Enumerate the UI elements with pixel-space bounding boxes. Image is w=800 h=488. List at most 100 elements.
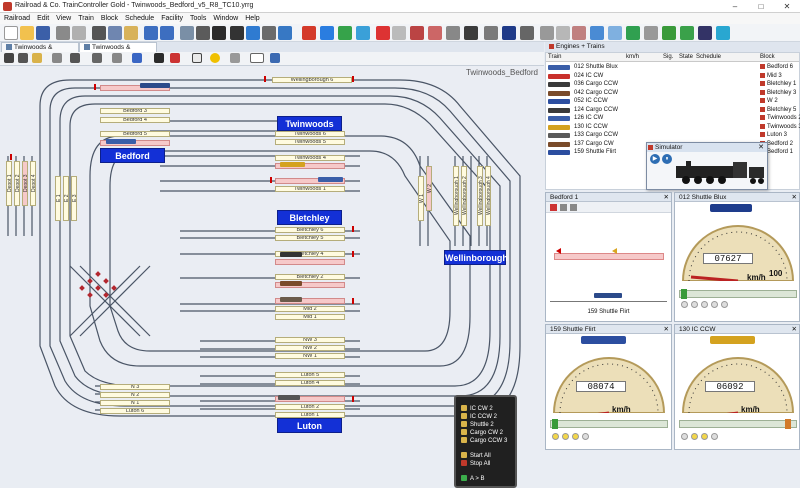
menu-window[interactable]: Window <box>213 15 239 22</box>
message-icon[interactable] <box>262 26 276 40</box>
tab-twinwoods-bedford-1[interactable]: Twinwoods & Bedford <box>1 42 79 61</box>
col-signal[interactable]: Sig. <box>663 54 674 60</box>
block-depot-2[interactable]: Depot 2 <box>14 161 20 206</box>
block-bedford-4[interactable]: Bedford 4 <box>100 117 170 123</box>
panel-button-ic-cw-2[interactable]: IC CW 2 <box>461 405 493 412</box>
route-icon[interactable] <box>392 26 406 40</box>
panel-button-cargo-ccw-3[interactable]: Cargo CCW 3 <box>461 437 507 444</box>
crossing-icon[interactable] <box>572 26 586 40</box>
diagram-icon[interactable] <box>278 26 292 40</box>
signal[interactable] <box>352 251 354 257</box>
block-bletchley-3[interactable] <box>275 259 345 265</box>
curve-icon[interactable] <box>132 53 142 63</box>
block-n-3[interactable]: N 3 <box>100 384 170 390</box>
tools-icon[interactable] <box>230 26 244 40</box>
block-depot-1[interactable]: Depot 1 <box>6 161 12 206</box>
loco-grey-icon[interactable] <box>484 26 498 40</box>
label-tool-icon[interactable] <box>250 53 264 63</box>
col-block[interactable]: Block <box>760 54 775 60</box>
engine-icon[interactable] <box>464 26 478 40</box>
undo-icon[interactable] <box>144 26 158 40</box>
a-to-b-button[interactable]: A > B <box>461 475 485 482</box>
redo-icon[interactable] <box>160 26 174 40</box>
clock-icon[interactable] <box>716 26 730 40</box>
col-schedule[interactable]: Schedule <box>696 54 722 60</box>
cut-icon[interactable] <box>92 26 106 40</box>
train-window-icon[interactable] <box>410 26 424 40</box>
block-bletchley-6[interactable]: Bletchley 6 <box>275 227 345 233</box>
close-icon[interactable]: ✕ <box>791 194 797 201</box>
light-bulb-icon[interactable] <box>582 433 589 440</box>
block-wellingborough-4[interactable]: Wellingborough 4 <box>485 166 491 226</box>
schedule-icon[interactable] <box>428 26 442 40</box>
direction-arrow-icon[interactable] <box>552 419 558 429</box>
block-twinwoods-6[interactable]: Twinwoods 6 <box>275 131 345 137</box>
block-twinwoods-4[interactable]: Twinwoods 4 <box>275 155 345 161</box>
refresh-icon[interactable] <box>356 26 370 40</box>
car-icon[interactable] <box>540 26 554 40</box>
panel-button-shuttle-2[interactable]: Shuttle 2 <box>461 421 494 428</box>
switchboard-canvas[interactable]: Twinwoods_Bedford <box>0 66 544 488</box>
rectangle-icon[interactable] <box>192 53 202 63</box>
block-luton-1[interactable]: Luton 1 <box>275 412 345 418</box>
print-icon[interactable] <box>56 26 70 40</box>
edit-mode-icon[interactable] <box>180 26 194 40</box>
col-train[interactable]: Train <box>548 54 562 60</box>
menu-tools[interactable]: Tools <box>190 15 207 22</box>
signal[interactable] <box>10 154 12 160</box>
speed-slider[interactable] <box>550 420 668 428</box>
select-icon[interactable] <box>18 53 28 63</box>
pencil-icon[interactable] <box>32 53 42 63</box>
block-bletchley-2[interactable]: Bletchley 2 <box>275 274 345 280</box>
block-icon[interactable] <box>376 26 390 40</box>
switch-icon[interactable] <box>556 26 570 40</box>
block-bletchley-4[interactable]: Bletchley 4 <box>275 251 345 257</box>
speed-slider[interactable] <box>679 420 797 428</box>
light-bulb-icon[interactable] <box>701 301 708 308</box>
train-icon[interactable] <box>106 139 136 144</box>
turnout-icon[interactable] <box>112 53 122 63</box>
new-file-icon[interactable] <box>4 26 18 40</box>
block-twinwoods-5[interactable]: Twinwoods 5 <box>275 139 345 145</box>
menu-facility[interactable]: Facility <box>161 15 183 22</box>
block-wellingborough-1[interactable]: Wellingborough 1 <box>453 166 459 226</box>
block-nw-1[interactable]: NW 1 <box>275 353 345 359</box>
menu-railroad[interactable]: Railroad <box>4 15 31 22</box>
minimize-button[interactable]: – <box>732 2 738 11</box>
block-twinwoods-3[interactable] <box>275 163 345 169</box>
block-depot-3[interactable]: Depot 3 <box>22 161 28 206</box>
block-bedford-top[interactable] <box>100 85 170 91</box>
col-state[interactable]: State <box>679 54 694 60</box>
turntable-icon[interactable] <box>608 26 622 40</box>
block-bedford-3[interactable]: Bedford 3 <box>100 108 170 114</box>
circle-icon[interactable] <box>210 53 220 63</box>
block-bletchley-1[interactable] <box>275 282 345 288</box>
block-nw-2[interactable]: NW 2 <box>275 345 345 351</box>
close-icon[interactable]: ✕ <box>663 326 669 333</box>
signal[interactable] <box>352 298 354 304</box>
close-button[interactable]: ✕ <box>783 2 791 11</box>
signal[interactable] <box>352 396 354 402</box>
panel-button-ic-ccw-2[interactable]: IC CCW 2 <box>461 413 497 420</box>
block-twinwoods-1[interactable]: Twinwoods 1 <box>275 186 345 192</box>
signal-tool-icon[interactable] <box>154 53 164 63</box>
text-tool-icon[interactable] <box>270 53 280 63</box>
close-icon[interactable]: ✕ <box>663 194 669 201</box>
light-bulb-icon[interactable] <box>721 301 728 308</box>
menu-view[interactable]: View <box>56 15 72 22</box>
block-e-3[interactable]: E 3 <box>71 176 77 221</box>
stop-icon[interactable] <box>302 26 316 40</box>
signal[interactable] <box>264 76 266 82</box>
paste-icon[interactable] <box>124 26 138 40</box>
direction-arrow-icon[interactable] <box>681 289 687 299</box>
block-luton-2[interactable]: Luton 2 <box>275 404 345 410</box>
signal-icon[interactable] <box>570 204 577 211</box>
tab-twinwoods-bedford-2[interactable]: Twinwoods & Bedford <box>79 42 157 61</box>
block-bletchley-5[interactable]: Bletchley 5 <box>275 235 345 241</box>
block-wellingborough-3[interactable]: Wellingborough 3 <box>477 166 483 226</box>
